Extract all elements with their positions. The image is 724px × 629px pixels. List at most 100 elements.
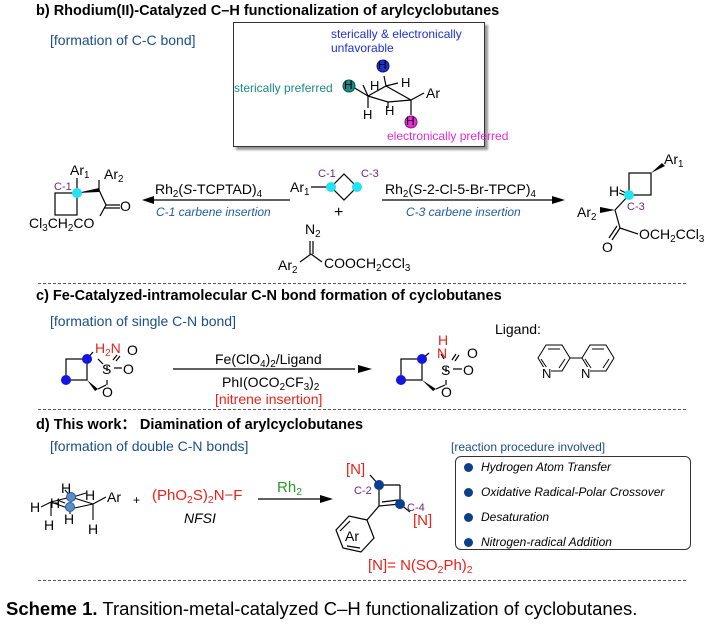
nfsi-b: S) xyxy=(192,487,208,504)
d-prod-c4: C-4 xyxy=(407,502,425,514)
procedure-text: Oxidative Radical-Polar Crossover xyxy=(481,485,665,499)
c-h2n: H2N xyxy=(95,341,121,358)
ligand-n2: N xyxy=(581,366,591,381)
d-plus: + xyxy=(133,493,141,507)
sub-ar1-text: Ar xyxy=(290,179,304,195)
pr-ester-b: CCl xyxy=(675,226,699,242)
section-b-title: b) Rhodium(II)-Catalyzed C–H functionali… xyxy=(36,3,500,19)
procedure-title: [reaction procedure involved] xyxy=(451,440,606,454)
c-nitrene-note: [nitrene insertion] xyxy=(215,391,323,407)
procedure-item: Oxidative Radical-Polar Crossover xyxy=(464,485,664,499)
bullet-dot-icon xyxy=(464,488,473,497)
d-prod-c2: C-2 xyxy=(354,485,372,497)
ligand-label: Ligand: xyxy=(495,321,541,337)
section-d-subtitle: [formation of double C-N bonds] xyxy=(50,438,249,454)
substrate-c1-marker xyxy=(326,182,336,192)
rc-a: Rh xyxy=(385,181,403,197)
pr-ester-sub1: 2 xyxy=(670,234,676,245)
lc-a: Rh xyxy=(155,181,173,197)
left-arrow-label: C-1 carbene insertion xyxy=(156,205,271,219)
rc-sub2: 4 xyxy=(530,189,536,200)
c-prod-n: N xyxy=(437,345,448,361)
c-sub-s: S xyxy=(102,361,112,377)
pr-ester-a: OCH xyxy=(639,226,671,242)
lc-sub: 2 xyxy=(172,189,179,200)
c-prod-s: S xyxy=(441,362,451,378)
ndef-b: Ph) xyxy=(443,557,467,574)
divider-b-c xyxy=(38,283,686,284)
c-prod-h: H xyxy=(438,332,449,348)
d-sub-ball xyxy=(65,502,75,512)
diazo-n2: N2 xyxy=(305,222,321,239)
rc-italic: S xyxy=(413,181,423,197)
pl-ar2-text: Ar xyxy=(104,166,118,182)
d-catalyst: Rh2 xyxy=(277,479,302,497)
crb-c: ) xyxy=(309,374,314,390)
pr-ar1-sub: 1 xyxy=(678,159,684,170)
crb-sub2: 3 xyxy=(303,382,310,393)
label-unfavorable-line2: unfavorable xyxy=(331,41,394,55)
rc-c: -2-Cl-5-Br-TPCP) xyxy=(422,181,531,197)
right-catalyst: Rh2(S-2-Cl-5-Br-TPCP)4 xyxy=(385,181,536,199)
diazo-ester: COOCH2CCl3 xyxy=(324,256,410,273)
d-h: H xyxy=(88,521,99,537)
pr-ar2-text: Ar xyxy=(577,204,591,220)
c-sub-dot xyxy=(82,354,92,364)
caption-label: Scheme 1. xyxy=(6,598,98,619)
c-prod-o3: O xyxy=(441,384,452,400)
nfsi-a: (PhO xyxy=(152,487,188,504)
arrow-left-head xyxy=(142,196,154,204)
label-unfavorable: sterically & electronically unfavorable xyxy=(331,27,462,55)
lc-c: -TCPTAD) xyxy=(192,181,257,197)
nfsi-sub2: 2 xyxy=(207,494,214,506)
pl-oxygen: O xyxy=(120,198,131,214)
pl-ester-sub1: 3 xyxy=(42,223,48,234)
pr-ar1: Ar1 xyxy=(664,152,683,169)
nfsi-sub1: 2 xyxy=(187,494,193,506)
atom-h: H xyxy=(385,103,395,118)
diazo-ar2-sub: 2 xyxy=(292,265,298,276)
c-prod-dot xyxy=(396,375,406,385)
diazo-ester-sub2: 3 xyxy=(404,263,411,274)
c-reagent-bottom: PhI(OCO2CF3)2 xyxy=(222,374,319,392)
atom-h: H xyxy=(363,107,373,122)
substrate-c3-marker xyxy=(352,182,362,192)
procedure-text: Desaturation xyxy=(481,510,550,524)
lc-italic: S xyxy=(183,181,193,197)
c1-marker xyxy=(72,188,82,198)
d-h: H xyxy=(30,499,41,515)
pr-oxygen: O xyxy=(602,239,613,255)
c-sub-o3: O xyxy=(102,384,113,400)
n-definition: [N]= N(SO2Ph)2 xyxy=(368,557,473,576)
left-catalyst: Rh2(S-TCPTAD)4 xyxy=(155,181,262,199)
c-reagent-top: Fe(ClO4)2/Ligand xyxy=(215,352,322,369)
atom-h-teal: H xyxy=(344,78,353,92)
sub-ar1: Ar1 xyxy=(290,179,309,197)
bullet-dot-icon xyxy=(464,538,473,547)
rc-b: ( xyxy=(408,181,414,197)
atom-h: H xyxy=(401,75,411,90)
procedure-item: Desaturation xyxy=(464,510,549,524)
diazo-ar2: Ar2 xyxy=(278,257,297,275)
scheme-caption: Scheme 1. Transition-metal-catalyzed C–H… xyxy=(6,598,637,620)
procedure-item: Nitrogen-radical Addition xyxy=(464,535,612,549)
pl-ester-b: CH xyxy=(47,215,68,231)
crb-sub1: 2 xyxy=(279,382,286,393)
atom-ar: Ar xyxy=(426,85,440,101)
blue-h-marker xyxy=(376,59,390,73)
atom-h-magenta: H xyxy=(406,114,415,128)
diazo-ar2-text: Ar xyxy=(278,257,292,273)
c-prod-dot xyxy=(417,354,427,364)
d-h: H xyxy=(61,480,72,496)
pr-c3-label: C-3 xyxy=(627,201,645,213)
pr-ester-sub2: 3 xyxy=(698,234,705,245)
section-c-title: c) Fe-Catalyzed-intramolecular C-N bond … xyxy=(36,288,502,304)
d-cat-a: Rh xyxy=(277,479,297,496)
sub-c3-label: C-3 xyxy=(361,168,379,180)
pl-ar2-sub: 2 xyxy=(118,174,124,185)
ndef-sub1: 2 xyxy=(437,564,444,576)
nfsi-label: NFSI xyxy=(184,510,216,526)
magenta-h-marker xyxy=(404,115,418,129)
pr-ester: OCH2CCl3 xyxy=(639,226,704,244)
pl-ar2: Ar2 xyxy=(104,166,123,184)
